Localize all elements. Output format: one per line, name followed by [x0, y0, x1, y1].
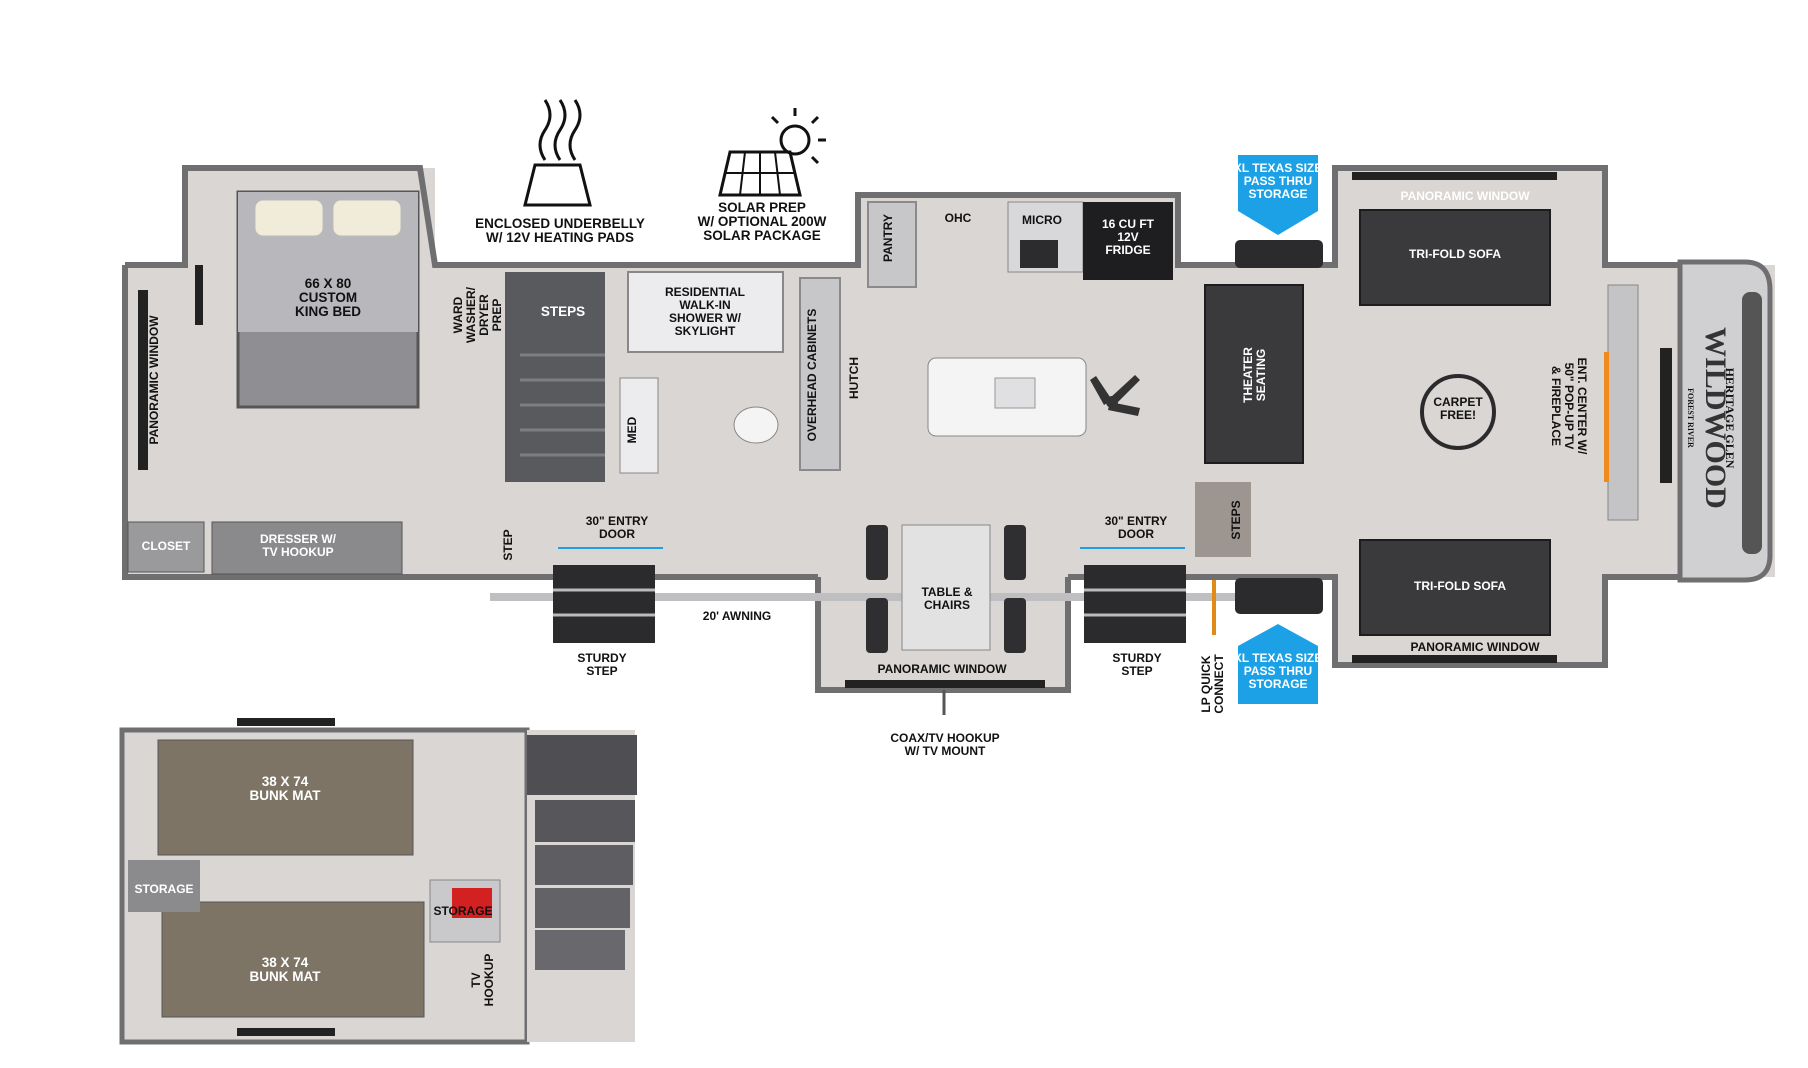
- solar-panel-icon: [718, 108, 826, 197]
- steps-right-label: STEPS: [1229, 500, 1243, 539]
- micro-label: MICRO: [1022, 213, 1062, 227]
- brand-top: FOREST RIVER: [1686, 388, 1695, 448]
- storage-right-label: STORAGE: [433, 904, 492, 918]
- tv-hookup-label: TVHOOKUP: [469, 954, 496, 1007]
- overhead-cabinets-label: OVERHEAD CABINETS: [805, 309, 819, 442]
- pantry-label: PANTRY: [881, 214, 895, 262]
- panoramic-window-left-label: PANORAMIC WINDOW: [147, 315, 161, 445]
- med-label: MED: [625, 416, 639, 443]
- table-label: TABLE &CHAIRS: [921, 585, 972, 612]
- storage-left-label: STORAGE: [134, 882, 193, 896]
- awning-label: 20' AWNING: [703, 609, 771, 623]
- hutch-label: HUTCH: [847, 357, 861, 399]
- ward-label: WARDWASHER/DRYERPREP: [451, 286, 504, 343]
- ent-center-label: ENT. CENTER W/50" POP-UP TV& FIREPLACE: [1549, 358, 1589, 455]
- panoramic-window-bottom-label: PANORAMIC WINDOW: [1410, 640, 1540, 654]
- closet-label: CLOSET: [142, 539, 191, 553]
- panoramic-window-dinette-label: PANORAMIC WINDOW: [877, 662, 1007, 676]
- brand-sub: HERITAGE GLEN: [1723, 368, 1737, 469]
- dresser-label: DRESSER W/TV HOOKUP: [260, 532, 337, 559]
- living-area: THEATERSEATING STEPS LP QUICKCONNECT XL …: [1195, 155, 1737, 714]
- loft-stairs: [527, 735, 637, 970]
- theater-label: THEATERSEATING: [1241, 347, 1268, 403]
- ohc-label: OHC: [945, 211, 972, 225]
- lp-label: LP QUICKCONNECT: [1199, 654, 1226, 714]
- heating-pad-icon: [523, 99, 592, 207]
- trifold-bottom-label: TRI-FOLD SOFA: [1414, 579, 1506, 593]
- steps-upper-label: STEPS: [541, 304, 585, 319]
- trifold-top-label: TRI-FOLD SOFA: [1409, 247, 1501, 261]
- step-small-label: STEP: [501, 529, 515, 560]
- brand-logo: WILDWOOD: [1699, 327, 1732, 509]
- panoramic-window-top-label: PANORAMIC WINDOW: [1400, 189, 1530, 203]
